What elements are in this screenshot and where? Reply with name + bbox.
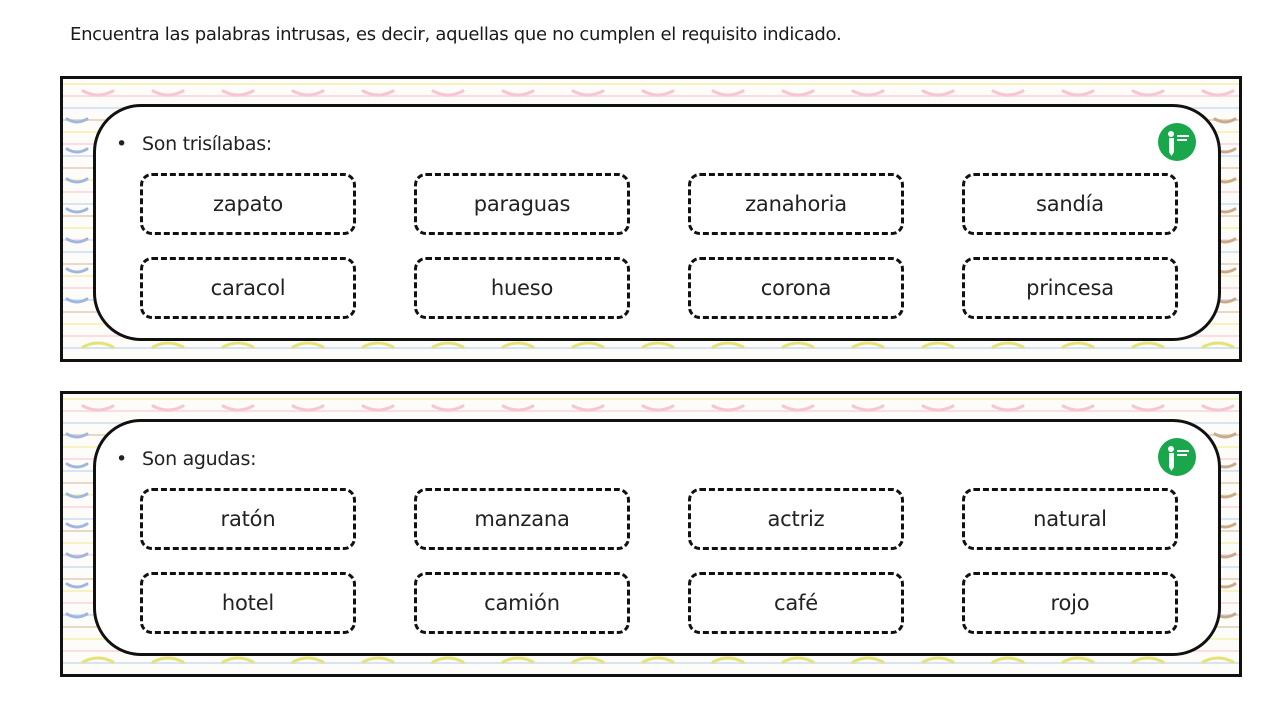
pencil-logo-icon [1158, 438, 1196, 476]
word-card[interactable]: rojo [962, 572, 1178, 634]
pencil-logo-icon [1158, 123, 1196, 161]
word-card[interactable]: ratón [140, 488, 356, 550]
exercise-card: • Son trisílabas: zapato paraguas zanaho… [93, 104, 1221, 341]
word-card[interactable]: manzana [414, 488, 630, 550]
word-card[interactable]: paraguas [414, 173, 630, 235]
word-card[interactable]: zanahoria [688, 173, 904, 235]
instruction-text: Encuentra las palabras intrusas, es deci… [70, 24, 842, 45]
word-card[interactable]: princesa [962, 257, 1178, 319]
word-card[interactable]: corona [688, 257, 904, 319]
word-card[interactable]: actriz [688, 488, 904, 550]
exercise-card: • Son agudas: ratón manzana actriz natur… [93, 419, 1221, 656]
word-grid: zapato paraguas zanahoria sandía caracol… [140, 173, 1180, 323]
exercise-heading: Son agudas: [142, 448, 257, 470]
word-card[interactable]: café [688, 572, 904, 634]
bullet-icon: • [116, 448, 128, 470]
bullet-icon: • [116, 133, 128, 155]
word-card[interactable]: camión [414, 572, 630, 634]
word-grid: ratón manzana actriz natural hotel camió… [140, 488, 1180, 638]
exercise-heading: Son trisílabas: [142, 133, 272, 155]
word-card[interactable]: zapato [140, 173, 356, 235]
word-card[interactable]: hotel [140, 572, 356, 634]
decorative-border [65, 404, 1237, 664]
word-card[interactable]: natural [962, 488, 1178, 550]
exercise-panel-trisilabas: • Son trisílabas: zapato paraguas zanaho… [60, 76, 1242, 362]
word-card[interactable]: caracol [140, 257, 356, 319]
word-card[interactable]: hueso [414, 257, 630, 319]
decorative-border [65, 89, 1237, 349]
word-card[interactable]: sandía [962, 173, 1178, 235]
exercise-panel-agudas: • Son agudas: ratón manzana actriz natur… [60, 391, 1242, 677]
